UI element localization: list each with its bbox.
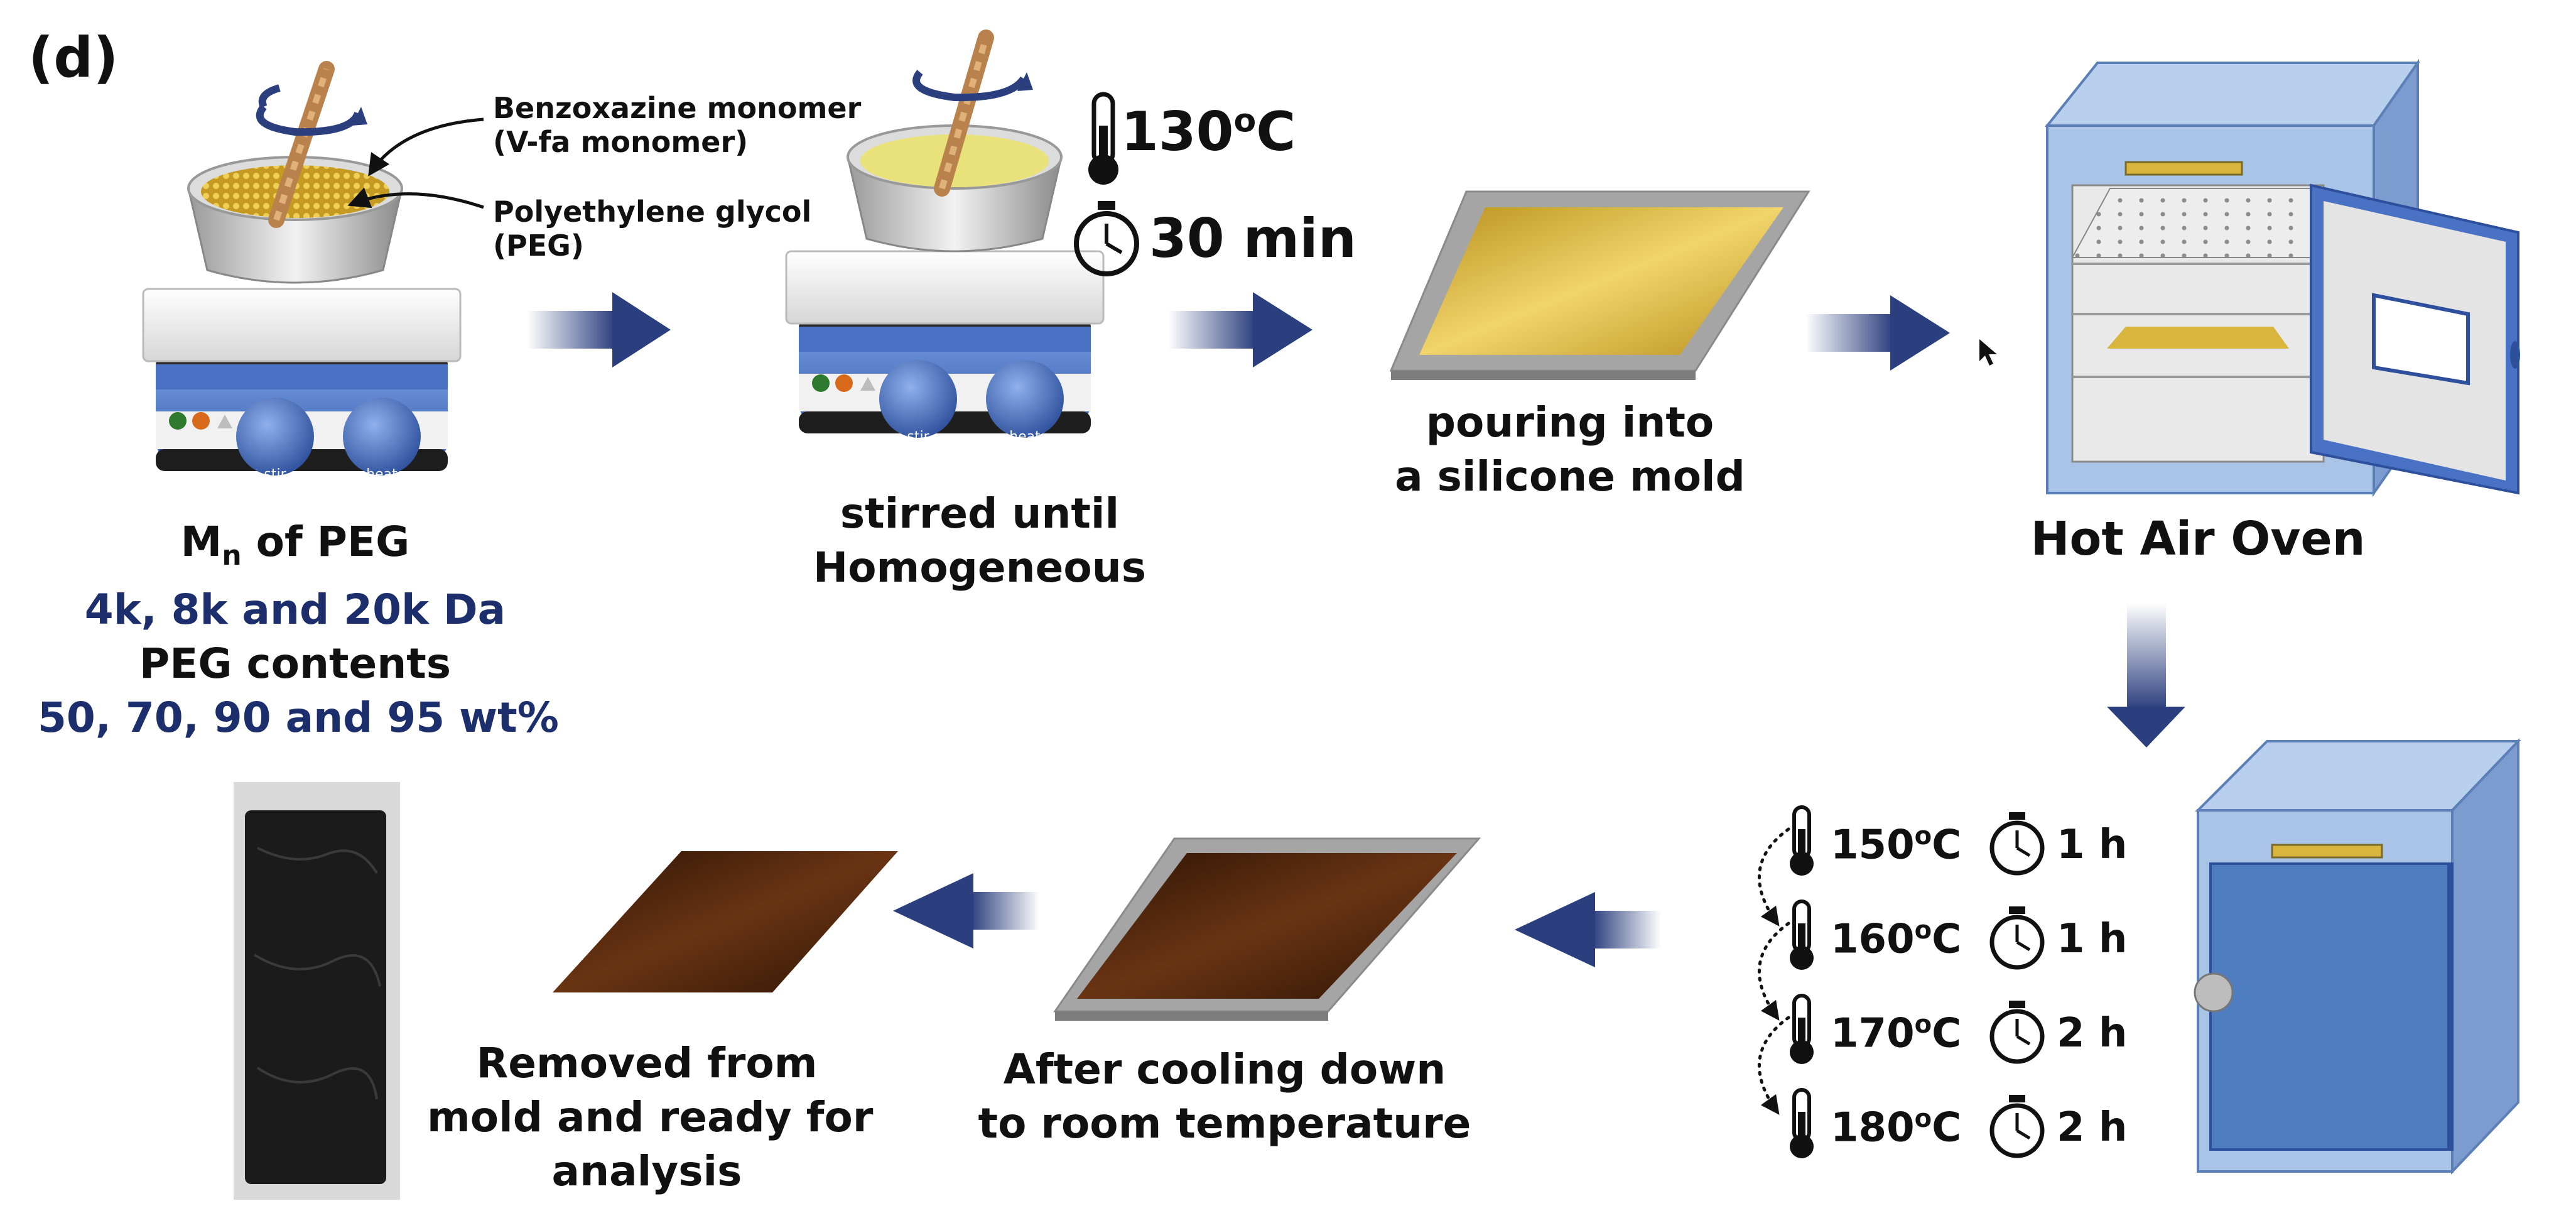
curing-temp-3: 170oC: [1831, 1010, 1962, 1057]
callout-peg-line2: (PEG): [493, 229, 584, 263]
step6-caption-line2: to room temperature: [978, 1099, 1471, 1148]
flow-arrow-5: [893, 873, 1039, 949]
step2-temp-unit: C: [1256, 101, 1296, 163]
peg-contents-label: PEG contents: [139, 639, 452, 688]
stopwatch-icon: [1074, 201, 1139, 276]
callout-arrow-peg: [347, 187, 484, 209]
curing-temp-2: 160oC: [1831, 916, 1962, 963]
panel-label: (d): [28, 25, 119, 90]
mn-subscript: n: [222, 540, 242, 572]
step6-caption-line1: After cooling down: [1003, 1045, 1446, 1094]
flow-arrow-3: [1805, 295, 1950, 371]
callout-peg-line1: Polyethylene glycol: [493, 195, 812, 229]
step2-caption-line2: Homogeneous: [813, 543, 1147, 592]
step1-caption: Mn of PEG 4k, 8k and 20k Da PEG contents…: [38, 515, 559, 745]
callout-arrow-monomer: [368, 117, 484, 177]
thermometer-icon: [1088, 92, 1118, 185]
step2-caption-line1: stirred until: [840, 489, 1120, 538]
hot-air-oven-open: [2044, 58, 2520, 497]
sample-photo: [234, 782, 400, 1200]
curing-temp-1: 150oC: [1831, 822, 1962, 869]
cursor-icon: [1979, 339, 1997, 366]
step3-caption-line1: pouring into: [1426, 398, 1714, 447]
callout-monomer-line1: Benzoxazine monomer: [493, 91, 862, 125]
peg-contents-values: 50, 70, 90 and 95 wt%: [38, 693, 559, 742]
step2-caption: stirred until Homogeneous: [779, 487, 1181, 595]
silicone-mold-cured: [1053, 837, 1481, 1021]
mn-suffix: of PEG: [241, 518, 410, 566]
demolded-film: [553, 851, 898, 992]
curing-temp-4: 180oC: [1831, 1104, 1962, 1151]
step3-caption: pouring into a silicone mold: [1369, 396, 1771, 504]
curing-time-1: 1 h: [2057, 822, 2128, 868]
curing-icons: [1757, 805, 2045, 1158]
hotplate-1: [142, 61, 462, 477]
callout-monomer: Benzoxazine monomer (V-fa monomer): [493, 91, 861, 159]
step7-caption-line2: mold and ready for: [427, 1093, 874, 1141]
flow-arrow-2: [1168, 292, 1312, 367]
callout-monomer-line2: (V-fa monomer): [493, 125, 749, 159]
mn-values: 4k, 8k and 20k Da: [84, 585, 506, 634]
heat-label-1: heat: [366, 467, 398, 482]
curing-time-2: 1 h: [2057, 916, 2128, 962]
step2-degree: o: [1233, 102, 1257, 140]
step2-temp: 130oC: [1121, 101, 1296, 163]
hot-air-oven-closed: [2194, 738, 2521, 1175]
flow-arrow-1: [528, 292, 671, 367]
step7-caption: Removed from mold and ready for analysis: [427, 1036, 874, 1199]
curing-time-3: 2 h: [2057, 1010, 2128, 1057]
step7-caption-line1: Removed from: [476, 1039, 818, 1087]
step6-caption: After cooling down to room temperature: [967, 1043, 1482, 1151]
flow-arrow-down: [2107, 603, 2185, 747]
step2-time: 30 min: [1149, 207, 1356, 270]
curing-time-4: 2 h: [2057, 1104, 2128, 1151]
flow-arrow-4: [1515, 892, 1661, 967]
callout-peg: Polyethylene glycol (PEG): [493, 195, 811, 263]
stir-label-1: stir: [264, 467, 286, 482]
silicone-mold-gold: [1389, 190, 1810, 380]
mn-symbol: M: [180, 518, 222, 566]
stir-label-2: stir: [907, 429, 929, 445]
hotplate-2: [785, 30, 1105, 439]
step3-caption-line2: a silicone mold: [1395, 452, 1745, 501]
step2-temp-value: 130: [1121, 101, 1234, 163]
step4-caption: Hot Air Oven: [2030, 512, 2366, 566]
step7-caption-line3: analysis: [551, 1147, 742, 1195]
heat-label-2: heat: [1009, 429, 1041, 445]
mn-of-peg: Mn of PEG: [38, 515, 553, 583]
